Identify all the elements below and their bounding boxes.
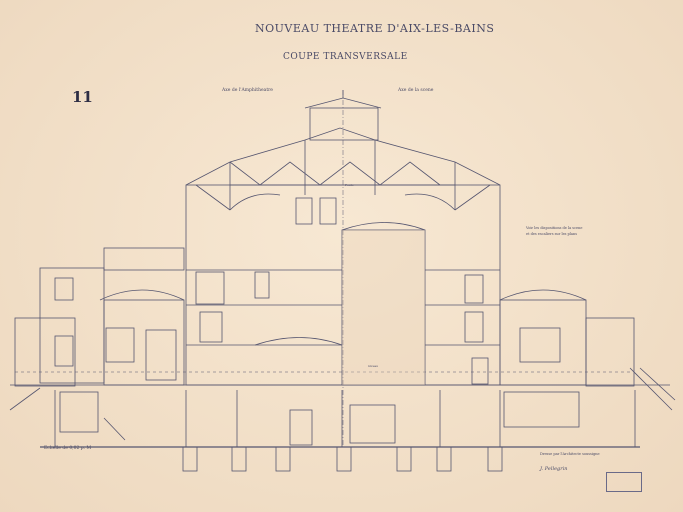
- note-line-2: et des escaliers sur les plans: [526, 232, 578, 236]
- sheet-title: NOUVEAU THEATRE D'AIX-LES-BAINS: [255, 22, 495, 35]
- scale-text: Echelle de 0,02 p. M: [44, 446, 92, 451]
- roof-label: Pente: [345, 183, 354, 187]
- axis-label-right: Axe de la scene: [398, 88, 434, 93]
- plate-number: 11: [72, 88, 93, 106]
- signature-caption: Dresse par l'Architecte soussigne: [540, 452, 600, 456]
- axis-label-left: Axe de l'Amphitheatre: [222, 88, 273, 93]
- sheet-subtitle: COUPE TRANSVERSALE: [283, 52, 408, 62]
- approval-stamp: [606, 472, 642, 492]
- level-label: niveau: [368, 364, 379, 368]
- signature-name: J. Pellegrin: [540, 466, 568, 472]
- note-line-1: Voir les dispositions de la scene: [526, 226, 583, 230]
